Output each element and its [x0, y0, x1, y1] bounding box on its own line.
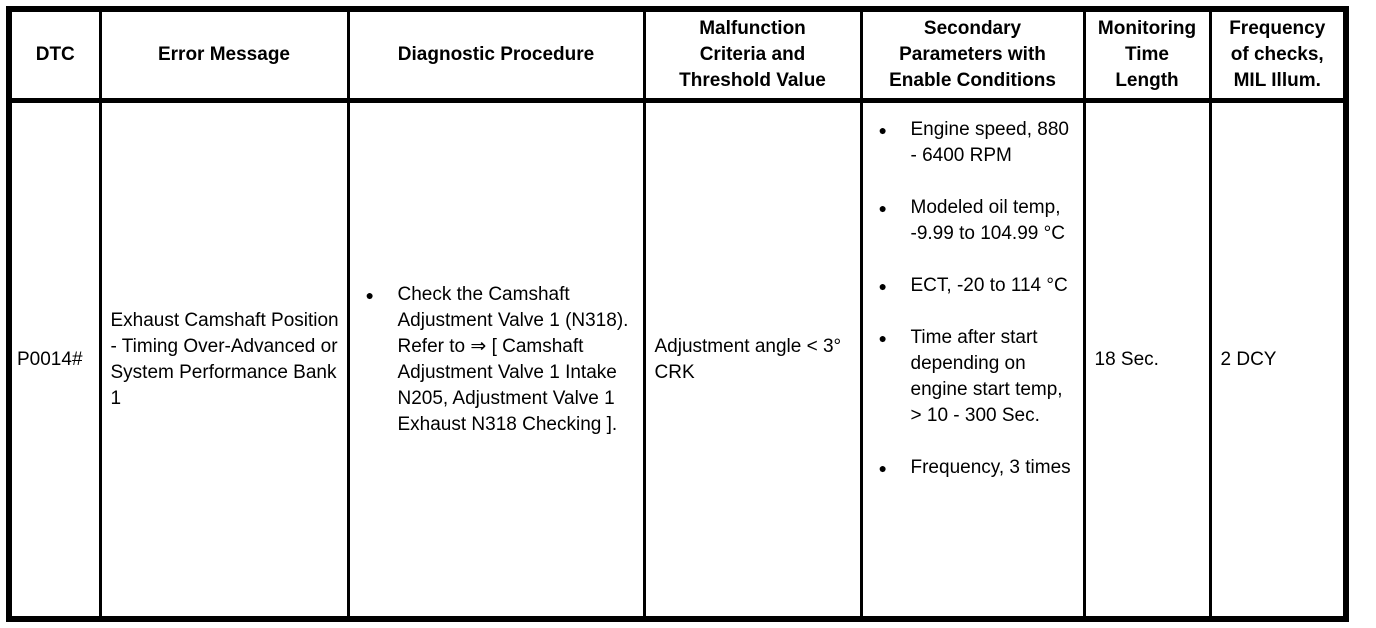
cell-secondary-parameters: ● Engine speed, 880 - 6400 RPM ● Modeled…: [859, 99, 1086, 621]
bullet-icon: ●: [878, 278, 887, 294]
secondary-parameter-text: Engine speed, 880 - 6400 RPM: [910, 119, 1069, 166]
diagnostic-procedure-text: Check the Camshaft Adjustment Valve 1 (N…: [397, 283, 629, 435]
header-error-message: Error Message: [98, 7, 350, 103]
bullet-icon: ●: [878, 330, 887, 346]
secondary-parameter-text: Frequency, 3 times: [910, 457, 1071, 478]
secondary-parameter-text: Time after start depending on engine sta…: [910, 327, 1063, 426]
secondary-parameter-item: ● Time after start depending on engine s…: [877, 325, 1079, 429]
bullet-icon: ●: [878, 122, 887, 138]
table-header-row: DTC Error Message Diagnostic Procedure M…: [7, 7, 1348, 103]
header-diagnostic-procedure: Diagnostic Procedure: [346, 7, 646, 103]
secondary-parameter-item: ● Modeled oil temp, -9.99 to 104.99 °C: [877, 195, 1079, 247]
bullet-icon: ●: [878, 200, 887, 216]
header-dtc: DTC: [7, 7, 102, 103]
header-secondary-parameters: Secondary Parameters with Enable Conditi…: [859, 7, 1086, 103]
cell-frequency-of-checks: 2 DCY: [1208, 99, 1348, 621]
dtc-code: P0014#: [17, 348, 83, 370]
header-malfunction-criteria: Malfunction Criteria and Threshold Value: [642, 7, 863, 103]
secondary-parameter-text: Modeled oil temp, -9.99 to 104.99 °C: [910, 197, 1065, 244]
secondary-parameter-item: ● ECT, -20 to 114 °C: [877, 273, 1079, 299]
dtc-table: DTC Error Message Diagnostic Procedure M…: [6, 6, 1349, 622]
secondary-parameter-text: ECT, -20 to 114 °C: [910, 275, 1068, 296]
monitoring-time-text: 18 Sec.: [1094, 348, 1159, 370]
bullet-icon: ●: [878, 460, 887, 476]
malfunction-criteria-text: Adjustment angle < 3° CRK: [654, 335, 842, 383]
cell-dtc-code: P0014#: [7, 99, 102, 621]
secondary-parameter-item: ● Engine speed, 880 - 6400 RPM: [877, 117, 1079, 169]
error-message-text: Exhaust Camshaft Position - Timing Over-…: [110, 309, 339, 409]
secondary-parameter-item: ● Frequency, 3 times: [877, 455, 1079, 481]
cell-monitoring-time: 18 Sec.: [1082, 99, 1212, 621]
header-frequency-of-checks: Frequency of checks, MIL Illum.: [1208, 7, 1348, 103]
table-row: P0014# Exhaust Camshaft Position - Timin…: [7, 99, 1348, 621]
cell-diagnostic-procedure: ● Check the Camshaft Adjustment Valve 1 …: [346, 99, 646, 621]
header-monitoring-time: Monitoring Time Length: [1082, 7, 1212, 103]
frequency-of-checks-text: 2 DCY: [1220, 348, 1277, 370]
diagnostic-procedure-item: ● Check the Camshaft Adjustment Valve 1 …: [364, 282, 639, 438]
cell-malfunction-criteria: Adjustment angle < 3° CRK: [642, 99, 863, 621]
bullet-icon: ●: [365, 286, 374, 303]
cell-error-message: Exhaust Camshaft Position - Timing Over-…: [98, 99, 350, 621]
